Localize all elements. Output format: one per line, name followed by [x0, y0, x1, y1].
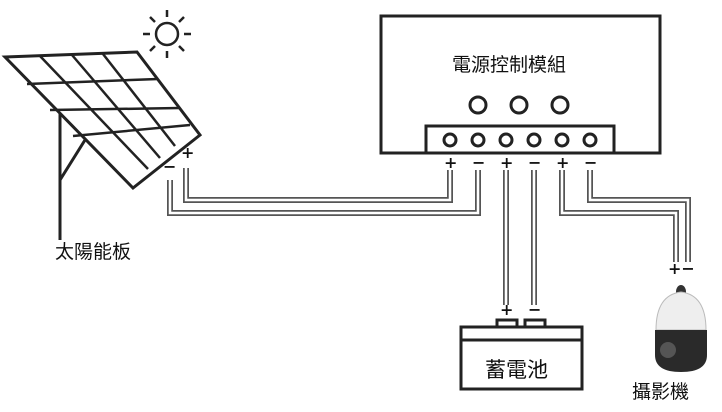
- solar-panel-icon: [1, 50, 203, 240]
- battery-icon: [459, 318, 584, 391]
- camera-polarity: +−: [668, 259, 695, 278]
- ctrl-solar-minus: −: [472, 153, 486, 172]
- ctrl-battery-plus: +: [500, 153, 514, 172]
- ctrl-camera-plus: +: [556, 153, 570, 172]
- ctrl-camera-minus: −: [584, 153, 598, 172]
- camera-icon: [655, 285, 707, 372]
- camera-label: 攝影機: [632, 381, 690, 403]
- wires: [167, 168, 691, 305]
- panel-plus: +: [181, 143, 195, 162]
- battery-plus: +: [500, 300, 514, 319]
- solar-panel-label: 太陽能板: [55, 241, 132, 263]
- ctrl-battery-minus: −: [528, 153, 542, 172]
- controller-label: 電源控制模組: [452, 54, 567, 76]
- panel-minus: −: [163, 157, 177, 176]
- battery-minus: −: [528, 300, 542, 319]
- ctrl-solar-plus: +: [444, 153, 458, 172]
- controller-box: [379, 14, 662, 155]
- sun-icon: [143, 10, 191, 58]
- battery-label: 蓄電池: [485, 358, 548, 382]
